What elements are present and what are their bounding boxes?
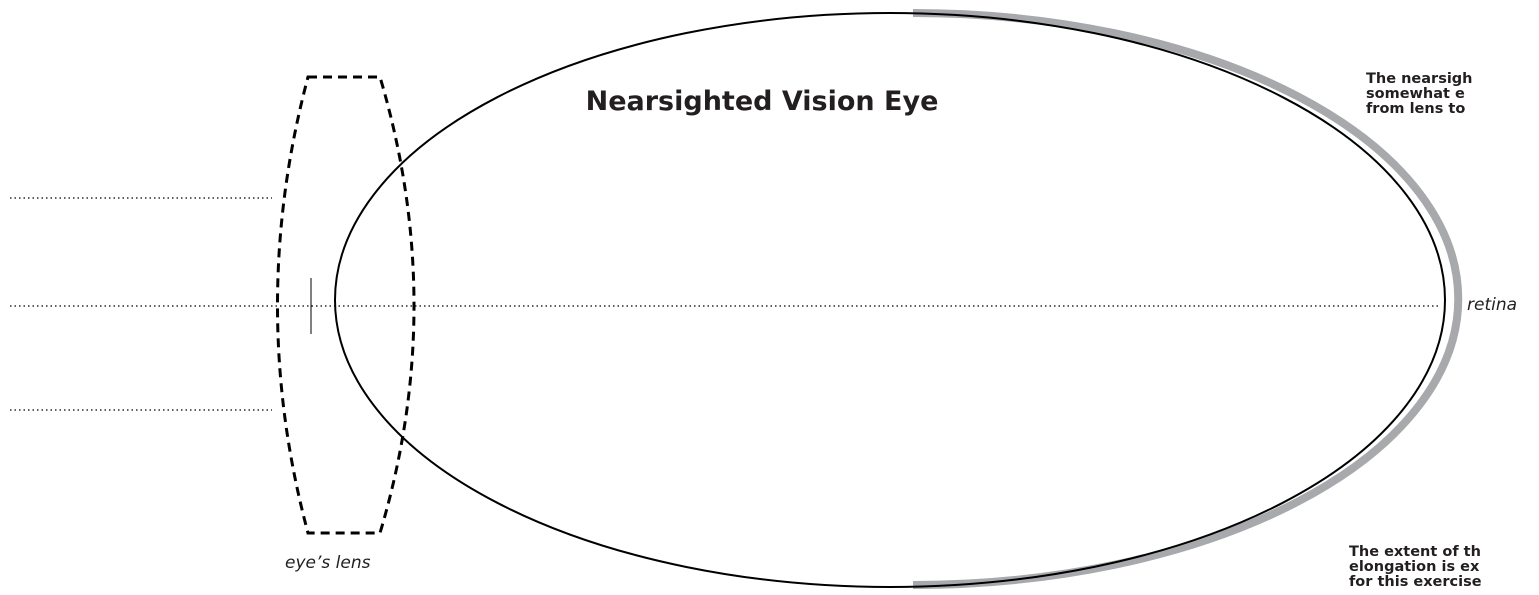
note-bottom: The extent of th elongation is ex for th… xyxy=(1349,545,1482,590)
note-top-line: The nearsigh xyxy=(1366,72,1473,87)
retina-label: retina xyxy=(1467,295,1517,315)
note-top-line: somewhat e xyxy=(1366,87,1473,102)
lens-label: eye’s lens xyxy=(285,553,370,573)
note-bottom-line: elongation is ex xyxy=(1349,560,1482,575)
note-bottom-line: The extent of th xyxy=(1349,545,1482,560)
eye-lens xyxy=(278,77,415,533)
note-top: The nearsigh somewhat e from lens to xyxy=(1366,72,1473,117)
note-top-line: from lens to xyxy=(1366,102,1473,117)
note-bottom-line: for this exercise xyxy=(1349,575,1482,590)
diagram-title: Nearsighted Vision Eye xyxy=(586,86,939,117)
